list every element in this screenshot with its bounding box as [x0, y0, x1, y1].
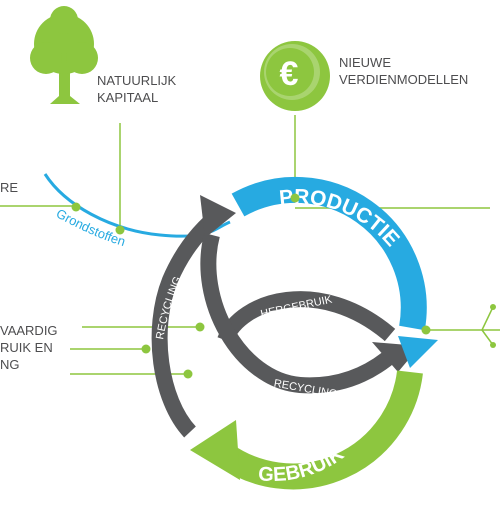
production-arrowhead: [398, 336, 438, 368]
dot-left-2: [141, 344, 151, 354]
euro-symbol: €: [280, 55, 299, 93]
left-top-fragment: RE: [0, 180, 18, 195]
line-right-branch-1: [481, 306, 494, 331]
usage-arc: [217, 370, 423, 490]
connector-lines: [0, 115, 500, 375]
dot-right-branch-1: [490, 304, 496, 310]
dot-right-mid: [421, 325, 431, 335]
left-mid-line3: NG: [0, 357, 20, 372]
dot-right-branch-3: [490, 342, 496, 348]
usage-arrowhead: [190, 420, 240, 480]
production-arc: [231, 176, 427, 331]
natural-capital-line1: NATUURLIJK: [97, 73, 177, 88]
recycling-bottom-arc: [200, 232, 401, 394]
dot-left-top: [71, 202, 81, 212]
dot-new-models: [290, 193, 300, 203]
raw-materials-label: Grondstoffen: [54, 206, 128, 250]
tree-icon: [30, 6, 98, 104]
new-models-line1: NIEUWE: [339, 55, 391, 70]
dot-natural-capital: [115, 225, 125, 235]
inner-loops: [151, 205, 401, 438]
natural-capital-line2: KAPITAAL: [97, 90, 158, 105]
dot-left-3: [183, 369, 193, 379]
left-mid-line2: RUIK EN: [0, 340, 53, 355]
reuse-arc: [217, 291, 396, 344]
recycling-left-arc: [151, 205, 227, 438]
connection-dots: [71, 193, 496, 379]
recycling-left-arrowhead: [200, 195, 236, 238]
line-right-branch-3: [481, 329, 494, 346]
euro-coin-icon: €: [260, 41, 330, 111]
new-models-line2: VERDIENMODELLEN: [339, 72, 468, 87]
left-mid-line1: VAARDIG: [0, 323, 58, 338]
dot-left-1: [195, 322, 205, 332]
